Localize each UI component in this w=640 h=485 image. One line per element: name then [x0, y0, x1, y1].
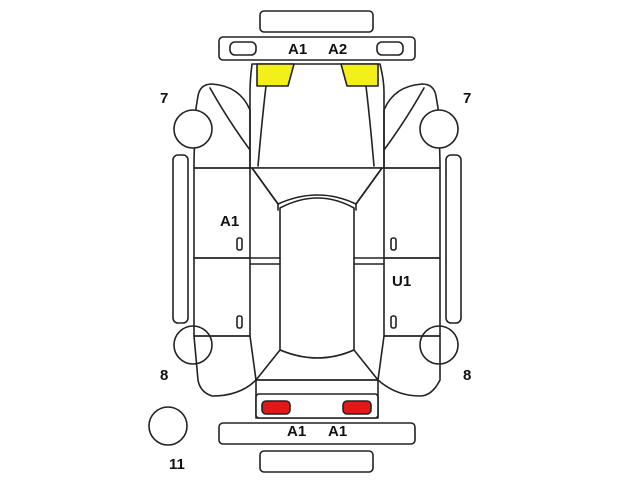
- roof: [279, 197, 355, 359]
- label-wheel-rear-right: 8: [463, 367, 471, 384]
- roof-side-left: [249, 257, 281, 265]
- headlight-left: [256, 63, 295, 87]
- label-wheel-front-right: 7: [463, 90, 471, 107]
- wheel-front-right: [419, 109, 459, 149]
- label-right-side: U1: [392, 273, 411, 290]
- a-pillar-right: [355, 167, 383, 211]
- left-front-fender-detail: [209, 87, 251, 151]
- rear-light-right: [342, 400, 372, 415]
- left-rear-door-handle: [236, 315, 243, 329]
- front-fog-lamp-right: [376, 41, 404, 56]
- wheel-front-left: [173, 109, 213, 149]
- roof-side-right: [353, 257, 385, 265]
- spare-tire: [148, 406, 188, 446]
- hood-line-right: [365, 85, 375, 167]
- left-rear-fender: [193, 335, 257, 397]
- label-wheel-rear-left: 8: [160, 367, 168, 384]
- front-bumper: [218, 36, 416, 61]
- label-wheel-front-left: 7: [160, 90, 168, 107]
- rear-bumper: [218, 422, 416, 445]
- a-pillar-left: [251, 167, 279, 211]
- label-front-right: A2: [328, 41, 347, 58]
- front-bumper-top: [259, 10, 374, 33]
- label-front-left: A1: [288, 41, 307, 58]
- right-front-fender-detail: [383, 87, 425, 151]
- right-side-skirt: [445, 154, 462, 324]
- wheel-rear-left: [173, 325, 213, 365]
- rear-window: [255, 349, 379, 381]
- headlight-right: [340, 63, 379, 87]
- label-spare-tire: 11: [169, 456, 185, 473]
- label-rear-right: A1: [328, 423, 347, 440]
- label-rear-left: A1: [287, 423, 306, 440]
- rear-bumper-bottom: [259, 450, 374, 473]
- right-rear-door-handle: [390, 315, 397, 329]
- right-front-door-handle: [390, 237, 397, 251]
- label-left-side: A1: [220, 213, 239, 230]
- rear-light-left: [261, 400, 291, 415]
- wheel-rear-right: [419, 325, 459, 365]
- left-front-door-handle: [236, 237, 243, 251]
- hood-line-left: [257, 85, 267, 167]
- front-fog-lamp-left: [229, 41, 257, 56]
- left-side-skirt: [172, 154, 189, 324]
- right-rear-fender: [377, 335, 441, 397]
